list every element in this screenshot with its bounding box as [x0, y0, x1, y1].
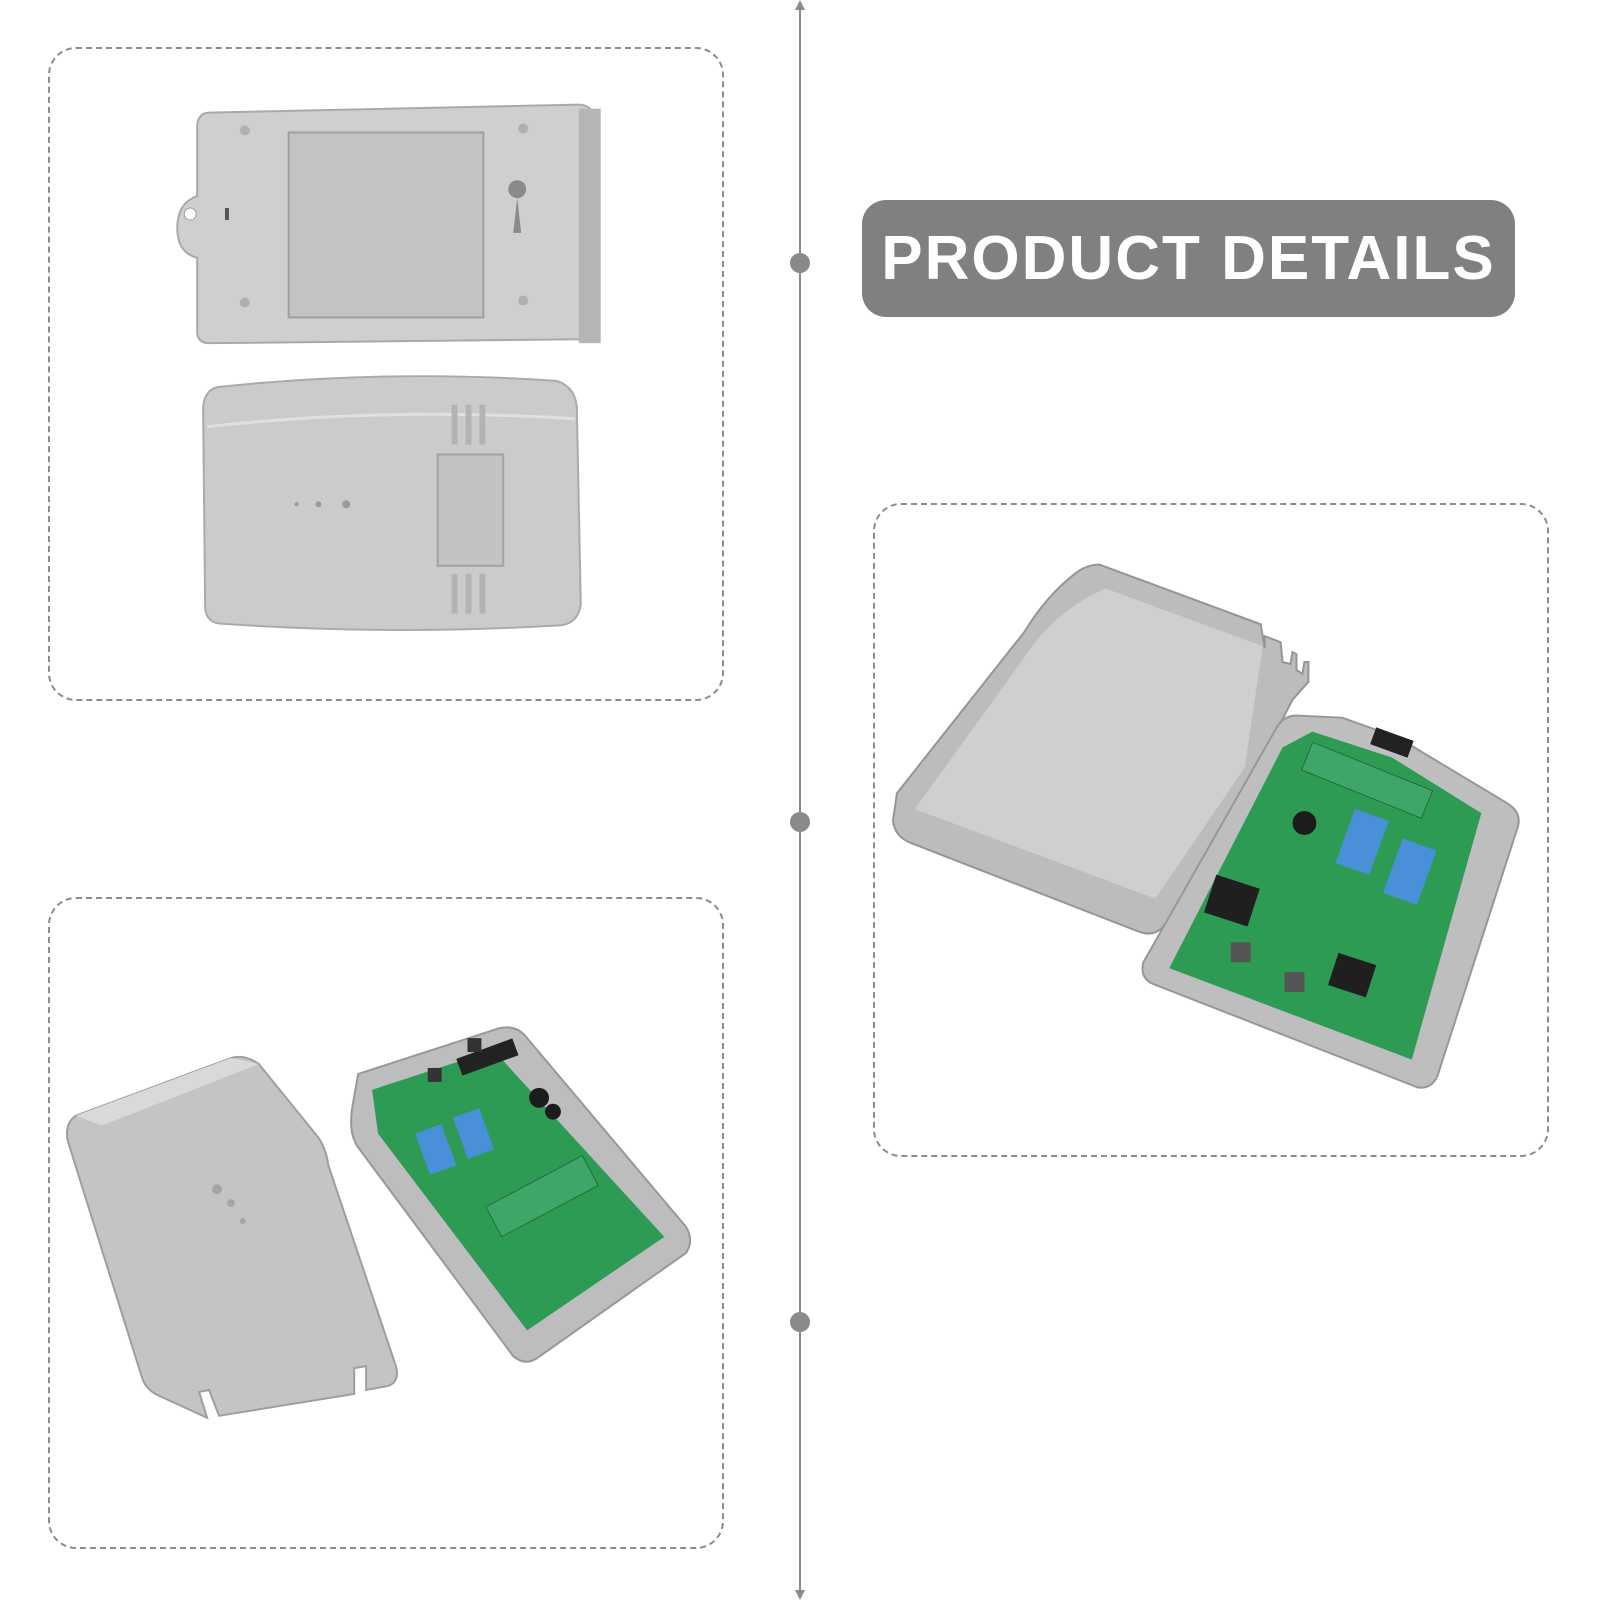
timeline-dot	[790, 1312, 810, 1332]
enclosure-base-with-board	[350, 1026, 692, 1363]
title-badge: PRODUCT DETAILS	[862, 200, 1515, 317]
enclosure-front-cover	[202, 375, 582, 631]
receiver-cover-tray	[891, 563, 1310, 935]
timeline-dot	[790, 812, 810, 832]
open-enclosure-image	[65, 1026, 692, 1420]
enclosure-cover-lid	[65, 1055, 398, 1420]
page-title: PRODUCT DETAILS	[881, 224, 1496, 293]
timeline-graphic	[790, 0, 810, 1600]
timeline-arrow-up-icon	[795, 0, 805, 10]
opened-receiver-image	[891, 563, 1520, 1089]
panel-open-enclosure	[48, 897, 724, 1549]
enclosure-back-cover	[176, 103, 601, 345]
timeline-dot	[790, 253, 810, 273]
timeline-arrow-down-icon	[795, 1590, 805, 1600]
panel-enclosure-views	[48, 47, 724, 701]
timeline	[789, 0, 811, 1600]
panel-opened-receiver	[873, 503, 1549, 1157]
receiver-board-base	[1141, 714, 1520, 1089]
enclosure-back-front-image	[176, 103, 601, 631]
